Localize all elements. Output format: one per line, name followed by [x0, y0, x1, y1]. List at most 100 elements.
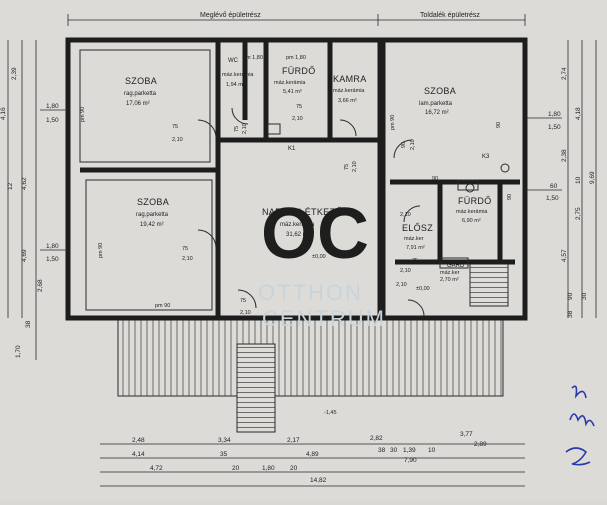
- dimension: 2,17: [287, 437, 300, 444]
- dimension: 4,69: [21, 249, 28, 262]
- svg-text:OC: OC: [261, 194, 369, 274]
- dimension: 4,16: [0, 107, 7, 120]
- existing-building-walls: [65, 37, 383, 321]
- dimension: 38: [378, 447, 386, 454]
- room-finish: máz.kerámia: [222, 72, 254, 78]
- door-label: 75: [234, 126, 240, 132]
- dimension: 1,80: [262, 465, 275, 472]
- door-label: 2,10: [410, 139, 416, 150]
- dimension: 90: [567, 292, 574, 300]
- room-area: 31,62 m²: [286, 232, 310, 238]
- window-label: pm 90: [155, 303, 170, 309]
- dimension: 12: [7, 182, 14, 190]
- dimension: 38: [25, 320, 32, 328]
- room-finish: rag.parketta: [136, 212, 169, 218]
- dimension: 2,74: [561, 67, 568, 80]
- room-name: GARD: [447, 263, 465, 269]
- level-label: ±0,00: [312, 254, 326, 260]
- room-labels: SZOBA rag.parketta 17,06 m² SZOBA rag.pa…: [124, 58, 491, 283]
- k3-label: K3: [482, 154, 490, 160]
- dimension: 20: [290, 465, 298, 472]
- dimension: 1,50: [548, 124, 561, 131]
- room-finish: rag.parketta: [124, 91, 157, 97]
- level-label: -1,45: [324, 410, 337, 416]
- door-label: 2,10: [292, 116, 303, 122]
- dimension: 1,50: [546, 195, 559, 202]
- room-finish: lam.parketta: [419, 101, 453, 107]
- dimension: 9,69: [589, 171, 596, 184]
- room-area: 17,06 m²: [126, 101, 150, 107]
- extension-walls: [380, 37, 528, 321]
- room-name: SZOBA: [424, 86, 456, 96]
- room-area: 7,91 m²: [406, 245, 425, 251]
- door-label: 75: [344, 164, 350, 170]
- door-label: 2,10: [352, 161, 358, 172]
- dimension: 1,80: [46, 103, 59, 110]
- dimension: 4,14: [132, 451, 145, 458]
- room-finish: máz.kerámia: [274, 80, 306, 86]
- dimension: 2,68: [37, 279, 44, 292]
- dimension: 3,77: [460, 431, 473, 438]
- annotations: K1 K3 ±0,00 ±0,00 -1,45 pm 90 pm 1,80 pm…: [80, 55, 513, 416]
- dimension: 1,80: [46, 243, 59, 250]
- dimension: 3,34: [218, 437, 231, 444]
- door-label: 2,10: [242, 123, 248, 134]
- dimension: 4,18: [575, 107, 582, 120]
- entrance-stairs: [236, 343, 276, 433]
- room-name: WC: [228, 58, 239, 64]
- dimension: 2,39: [11, 67, 18, 80]
- window-label: pm 90: [390, 115, 396, 130]
- window-label: pm 90: [80, 107, 86, 122]
- dimension: 1,50: [46, 256, 59, 263]
- interior-stairs: [469, 261, 509, 307]
- room-area: 19,42 m²: [140, 222, 164, 228]
- door-label: 75: [182, 246, 188, 252]
- dimension: 10: [575, 176, 582, 184]
- door-label: 90: [507, 194, 513, 200]
- dimension: 7,90: [404, 457, 417, 464]
- dimension: 2,89: [474, 441, 487, 448]
- room-finish: máz.ker: [440, 270, 460, 276]
- door-label: 75: [240, 298, 246, 304]
- header-dimension: Meglévő épületrész Toldalék épületrész: [67, 12, 526, 26]
- dimension: 1,39: [403, 447, 416, 454]
- room-name: SZOBA: [137, 197, 169, 207]
- dimension: 1,80: [548, 111, 561, 118]
- door-label: 2,10: [240, 310, 251, 316]
- left-section-label: Meglévő épületrész: [200, 12, 261, 19]
- dimension: 4,72: [150, 465, 163, 472]
- dimension: 4,89: [306, 451, 319, 458]
- dimension: 38: [567, 310, 574, 318]
- level-label: ±0,00: [416, 286, 430, 292]
- dimension: 35: [220, 451, 228, 458]
- right-dimensions: 2,74 4,18 2,38 9,69 10 2,75 4,57 90 38 3…: [525, 40, 597, 318]
- room-finish: máz.kerámia: [333, 88, 365, 94]
- bottom-dimensions: 2,48 3,34 2,17 2,82 3,77 4,14 35 4,89 38…: [100, 431, 525, 487]
- room-finish: máz.kerámia: [280, 222, 315, 228]
- door-label: 90: [401, 142, 407, 148]
- dimension: 60: [550, 183, 558, 190]
- dimension: 2,75: [575, 207, 582, 220]
- room-name: KAMRA: [333, 74, 367, 84]
- dimension: 14,82: [310, 477, 327, 484]
- window-label: pm 1,80: [286, 55, 306, 61]
- door-label: 2,10: [400, 212, 411, 218]
- room-finish: máz.ker: [404, 236, 424, 242]
- dimension: 2,82: [370, 435, 383, 442]
- door-label: 2,10: [396, 282, 407, 288]
- left-dimensions: 4,16 12 4,62 4,69 2,39 2,68 38 1,70 1,80…: [0, 40, 68, 360]
- watermark-sub: CENTRUM: [262, 306, 386, 331]
- room-name: NAPPALI-ÉTKEZŐ: [262, 207, 343, 217]
- dimension: 1,70: [15, 345, 22, 358]
- room-area: 6,90 m²: [462, 218, 481, 224]
- door-label: 90: [432, 176, 438, 182]
- door-label: 75: [172, 124, 178, 130]
- door-label: 75: [296, 104, 302, 110]
- dimension: 2,48: [132, 437, 145, 444]
- room-name: ELŐSZ: [402, 223, 433, 233]
- room-name: FÜRDŐ: [282, 66, 316, 76]
- window-label: pm 90: [98, 243, 104, 258]
- door-swings: [197, 107, 510, 317]
